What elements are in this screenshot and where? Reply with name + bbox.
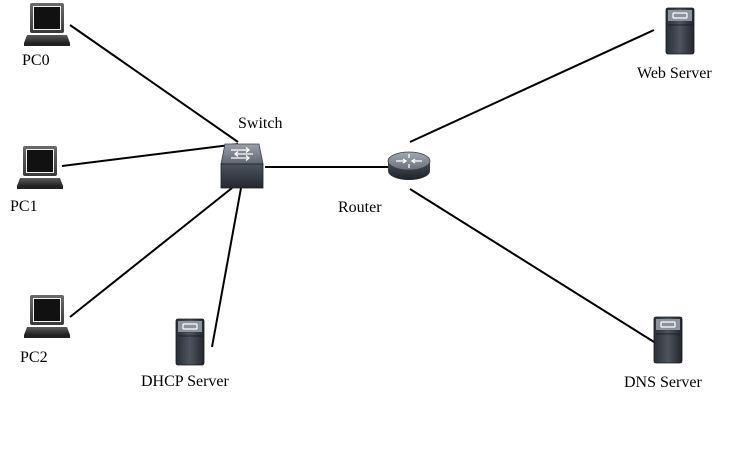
- pc1-label: PC1: [10, 198, 38, 215]
- pc2-laptop-icon[interactable]: [24, 294, 70, 339]
- web-server-icon[interactable]: [662, 7, 698, 55]
- dns-server-label: DNS Server: [624, 374, 702, 391]
- link-pc1-switch: [61, 143, 239, 167]
- link-router-web: [409, 29, 655, 143]
- dhcp-server-icon[interactable]: [172, 318, 208, 366]
- link-dhcp-switch: [211, 187, 242, 348]
- pc2-label: PC2: [20, 349, 48, 366]
- pc0-label: PC0: [22, 52, 50, 69]
- router-icon[interactable]: [386, 150, 432, 182]
- web-server-label: Web Server: [637, 65, 712, 82]
- router-label: Router: [338, 199, 382, 216]
- link-pc0-switch: [69, 24, 239, 143]
- pc0-laptop-icon[interactable]: [24, 2, 70, 47]
- link-pc2-switch: [69, 187, 233, 318]
- switch-icon[interactable]: [219, 142, 265, 190]
- dhcp-server-label: DHCP Server: [141, 373, 229, 390]
- dns-server-icon[interactable]: [650, 316, 686, 364]
- link-router-dns: [409, 188, 655, 343]
- switch-label: Switch: [238, 115, 283, 132]
- pc1-laptop-icon[interactable]: [17, 145, 63, 190]
